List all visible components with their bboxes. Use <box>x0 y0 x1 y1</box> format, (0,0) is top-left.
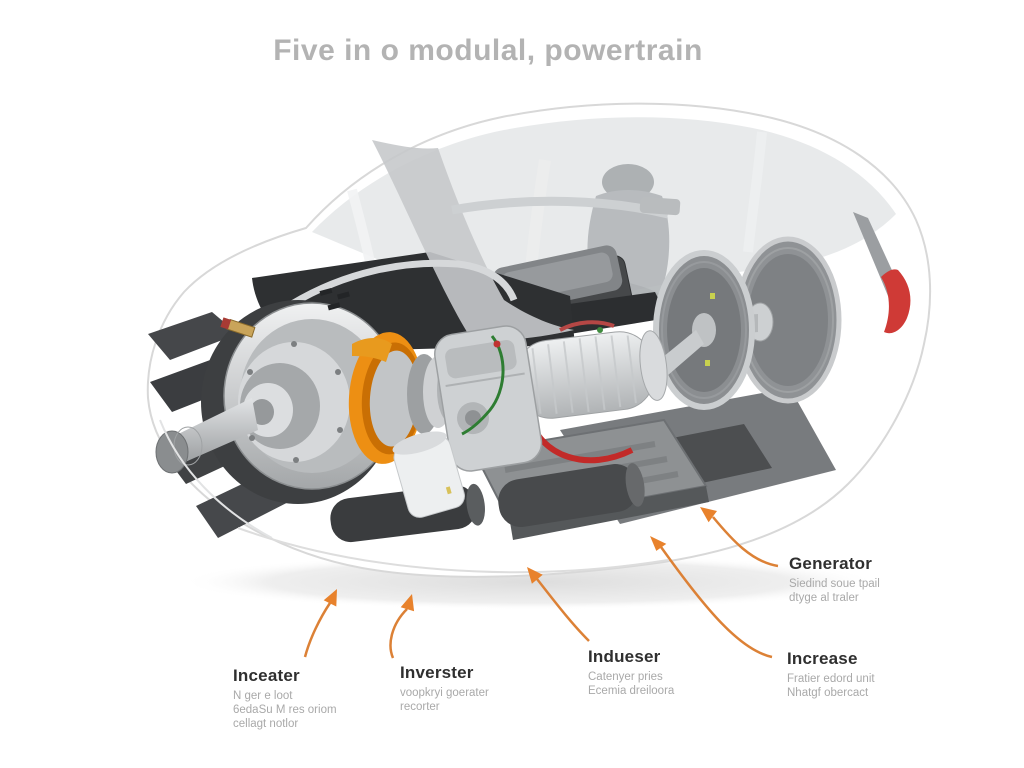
label-generator-line2: dtyge al traler <box>789 592 859 604</box>
label-inceater: Inceater N ger e loot 6edaSu M res oriom… <box>233 666 337 731</box>
generator-motor-cylinder <box>505 330 668 419</box>
label-inverster: Inverster voopkryi goerater recorter <box>400 663 489 714</box>
label-increase: Increase Fratier edord unit Nhatgf oberc… <box>787 649 875 700</box>
gold-connector <box>220 317 256 338</box>
flywheel-disc-front <box>653 250 755 410</box>
body-seam-front <box>159 419 273 539</box>
pointer-arrow-inverster <box>389 594 415 659</box>
auxiliary-cylinder-right <box>498 463 645 528</box>
motor-input-shaft <box>155 398 258 474</box>
gearbox <box>434 325 543 472</box>
label-inceater-heading: Inceater <box>233 666 300 685</box>
connector-green <box>597 327 603 333</box>
tail-light <box>881 269 911 334</box>
label-inceater-line2: 6edaSu M res oriom <box>233 704 337 716</box>
label-inceater-line3: cellagt notlor <box>233 718 299 730</box>
label-inverster-line1: voopkryi goerater <box>400 687 489 699</box>
label-increase-line2: Nhatgf obercact <box>787 687 869 699</box>
pointer-arrow-inceater <box>303 589 337 658</box>
ground-shadow <box>180 554 880 610</box>
body-seam-sill <box>237 527 669 574</box>
label-indueser-line1: Catenyer pries <box>588 671 663 683</box>
pipe-connector <box>639 196 681 216</box>
pointer-arrow-increase <box>650 536 773 659</box>
pointer-arrow-generator <box>700 507 779 568</box>
label-inverster-line2: recorter <box>400 701 440 713</box>
hv-cable-red-2 <box>559 320 615 332</box>
label-generator: Generator Siedind soue tpail dtyge al tr… <box>789 554 880 605</box>
label-indueser: Indueser Catenyer pries Ecemia dreiloora <box>588 647 674 698</box>
label-increase-line1: Fratier edord unit <box>787 673 875 685</box>
label-inceater-line1: N ger e loot <box>233 690 293 702</box>
vent-slats <box>319 287 350 311</box>
cowl-panel <box>372 140 574 341</box>
label-indueser-line2: Ecemia dreiloora <box>588 685 675 697</box>
label-indueser-heading: Indueser <box>588 647 661 666</box>
stator-ring <box>348 332 424 464</box>
label-increase-heading: Increase <box>787 649 858 668</box>
connector-red <box>493 340 501 348</box>
label-inverster-heading: Inverster <box>400 663 474 682</box>
c-pillar <box>743 131 767 253</box>
orange-duct <box>352 338 392 362</box>
flywheel-disc-rear <box>734 236 842 404</box>
white-canister <box>392 431 465 518</box>
label-generator-line1: Siedind soue tpail <box>789 578 880 590</box>
page-title: Five in o modulal, powertrain <box>273 34 703 67</box>
wire-green <box>461 335 505 436</box>
pointer-arrow-indueser <box>527 567 590 642</box>
label-generator-heading: Generator <box>789 554 873 573</box>
coolant-pipe <box>290 259 518 307</box>
